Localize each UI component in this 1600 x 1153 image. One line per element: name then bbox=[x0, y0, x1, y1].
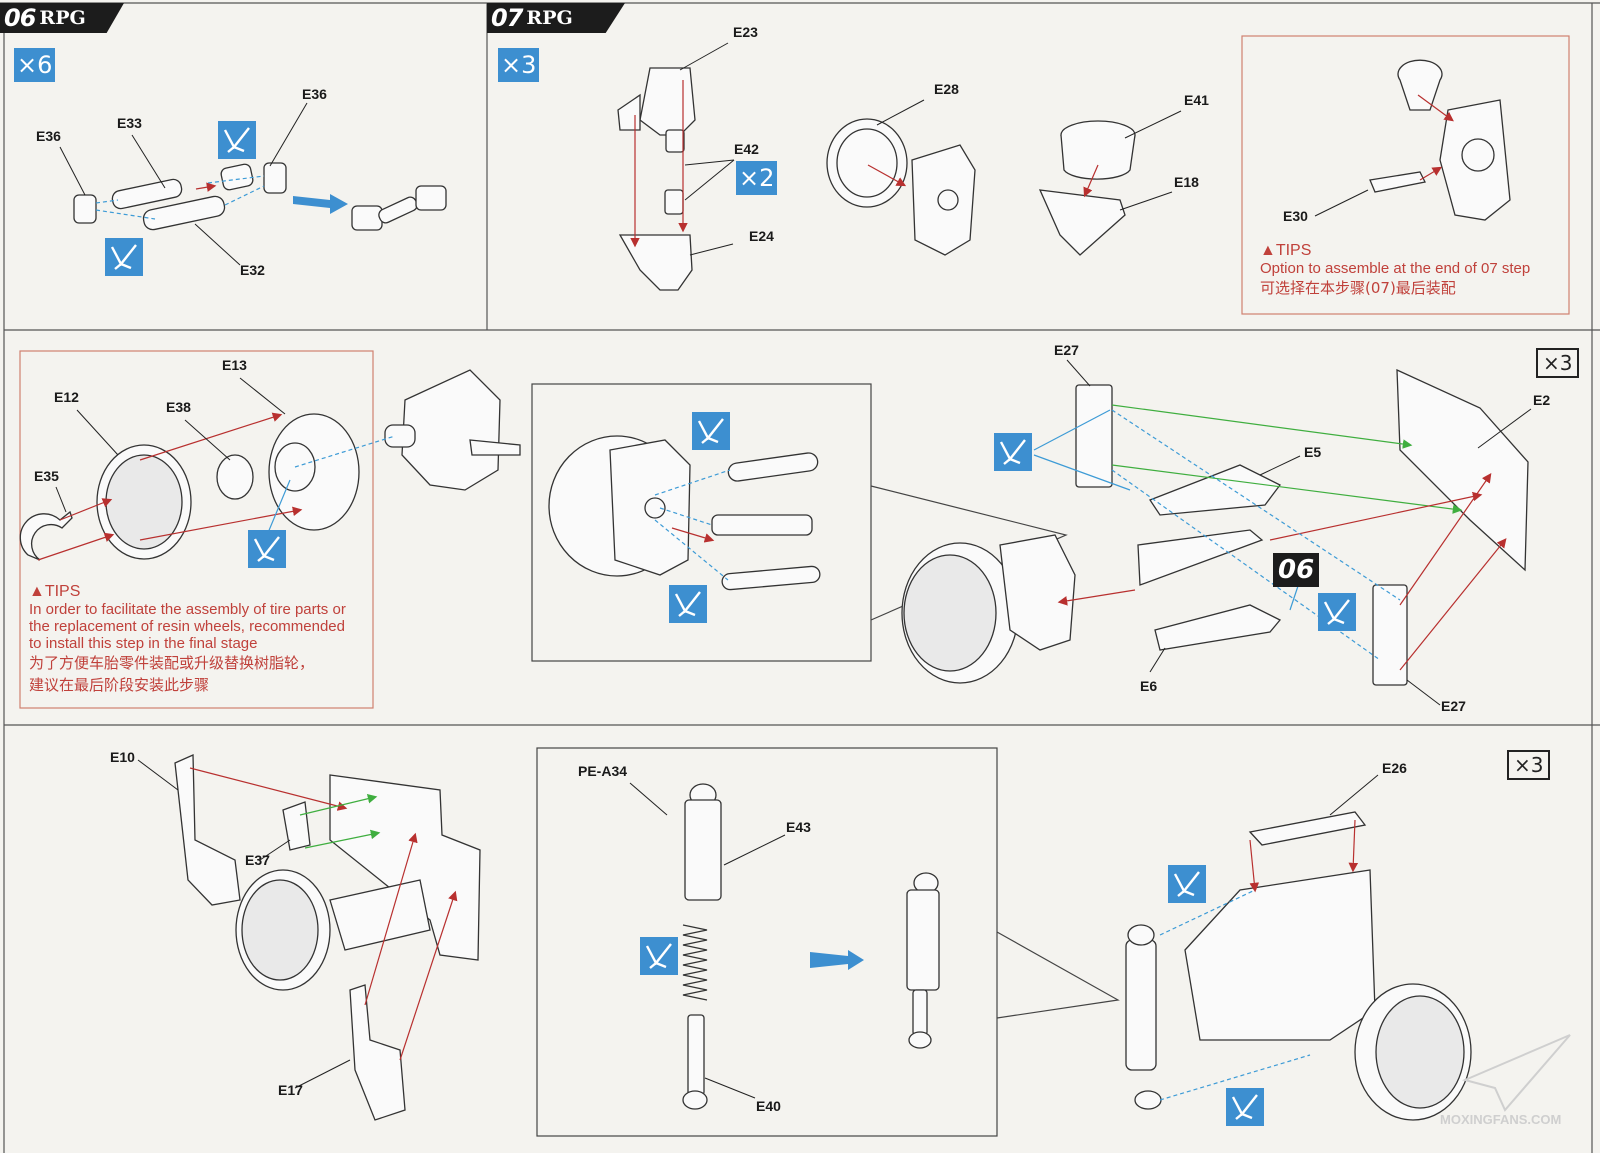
tips-text-en: In order to facilitate the assembly of t… bbox=[29, 601, 346, 618]
part-label-e36: E36 bbox=[36, 128, 61, 144]
part-label-e37: E37 bbox=[245, 852, 270, 868]
tips-text-en: Option to assemble at the end of 07 step bbox=[1260, 260, 1531, 277]
suspension-quantity: ×3 bbox=[1536, 348, 1580, 378]
step-06-reference: 06 bbox=[1273, 553, 1320, 587]
part-label-e33: E33 bbox=[117, 115, 142, 131]
tips-text-en: to install this step in the final stage bbox=[29, 635, 258, 652]
part-label-e5: E5 bbox=[1304, 444, 1322, 460]
glue-icon bbox=[994, 433, 1032, 471]
final-assembly-parts bbox=[1125, 811, 1472, 1121]
tips-text-en: the replacement of resin wheels, recomme… bbox=[29, 618, 345, 635]
result-arrow bbox=[293, 194, 348, 214]
glue-icon bbox=[248, 530, 286, 568]
part-label-e36: E36 bbox=[302, 86, 327, 102]
glue-icon bbox=[1226, 1088, 1264, 1126]
glue-icon bbox=[105, 238, 143, 276]
step-06-brand: RPG bbox=[39, 7, 86, 29]
part-label-e23: E23 bbox=[733, 24, 758, 40]
frame-parts bbox=[174, 754, 481, 1121]
part-label-e26: E26 bbox=[1382, 760, 1407, 776]
glue-icon bbox=[669, 585, 707, 623]
tips-step-07: ▲TIPS Option to assemble at the end of 0… bbox=[1260, 242, 1530, 299]
e42-quantity: ×2 bbox=[736, 161, 778, 195]
shock-parts bbox=[682, 783, 940, 1110]
step-06-quantity: ×6 bbox=[14, 48, 56, 82]
step-07-brand: RPG bbox=[526, 7, 573, 29]
tips07-frame bbox=[1241, 35, 1570, 315]
suspension-parts bbox=[901, 368, 1529, 686]
detail-frame-hub bbox=[531, 383, 872, 662]
part-label-e27: E27 bbox=[1054, 342, 1079, 358]
part-label-e24: E24 bbox=[749, 228, 774, 244]
hub-detail-parts bbox=[548, 435, 821, 591]
part-label-e32: E32 bbox=[240, 262, 265, 278]
step-07-badge: 07 RPG bbox=[487, 3, 625, 33]
knuckle-parts bbox=[617, 59, 1511, 291]
part-label-e6: E6 bbox=[1140, 678, 1158, 694]
tips-wheel: ▲TIPS In order to facilitate the assembl… bbox=[29, 583, 346, 696]
part-label-e12: E12 bbox=[54, 389, 79, 405]
tips-text-zh: 为了方便车胎零件装配或升级替换树脂轮， bbox=[29, 654, 315, 672]
tips-wheel-frame bbox=[19, 350, 374, 709]
final-quantity: ×3 bbox=[1507, 750, 1551, 780]
wheel-parts bbox=[19, 369, 521, 561]
part-label-e28: E28 bbox=[934, 81, 959, 97]
glue-icon bbox=[1318, 593, 1356, 631]
part-label-e43: E43 bbox=[786, 819, 811, 835]
part-label-e18: E18 bbox=[1174, 174, 1199, 190]
part-label-e17: E17 bbox=[278, 1082, 303, 1098]
part-label-e2: E2 bbox=[1533, 392, 1551, 408]
driveshaft-parts bbox=[73, 162, 447, 231]
tips-text-zh: 建议在最后阶段安装此步骤 bbox=[29, 676, 210, 694]
shock-result-arrow bbox=[810, 950, 864, 970]
part-label-e35: E35 bbox=[34, 468, 59, 484]
part-label-e27: E27 bbox=[1441, 698, 1466, 714]
step-06-number: 06 bbox=[4, 4, 36, 32]
part-label-e42: E42 bbox=[734, 141, 759, 157]
part-label-e30: E30 bbox=[1283, 208, 1308, 224]
watermark: MOXINGFANS.COM bbox=[1440, 1112, 1562, 1127]
tips-text-zh: 可选择在本步骤(07)最后装配 bbox=[1260, 279, 1456, 297]
step-07-quantity: ×3 bbox=[498, 48, 540, 82]
glue-icon bbox=[1168, 865, 1206, 903]
part-label-pe-a34: PE-A34 bbox=[578, 763, 628, 779]
glue-icon bbox=[218, 121, 256, 159]
watermark-plane-icon bbox=[1461, 1034, 1571, 1112]
glue-icon bbox=[640, 937, 678, 975]
part-label-e40: E40 bbox=[756, 1098, 781, 1114]
detail-frame-shock bbox=[536, 747, 998, 1137]
part-label-e10: E10 bbox=[110, 749, 135, 765]
part-label-e38: E38 bbox=[166, 399, 191, 415]
tips-title: ▲TIPS bbox=[1260, 242, 1312, 259]
part-label-e13: E13 bbox=[222, 357, 247, 373]
tips-title: ▲TIPS bbox=[29, 583, 81, 600]
step-07-number: 07 bbox=[491, 4, 523, 32]
part-label-e41: E41 bbox=[1184, 92, 1209, 108]
detail-callout-shock bbox=[996, 931, 1120, 1019]
glue-icon bbox=[692, 412, 730, 450]
step-06-badge: 06 RPG bbox=[0, 3, 124, 33]
